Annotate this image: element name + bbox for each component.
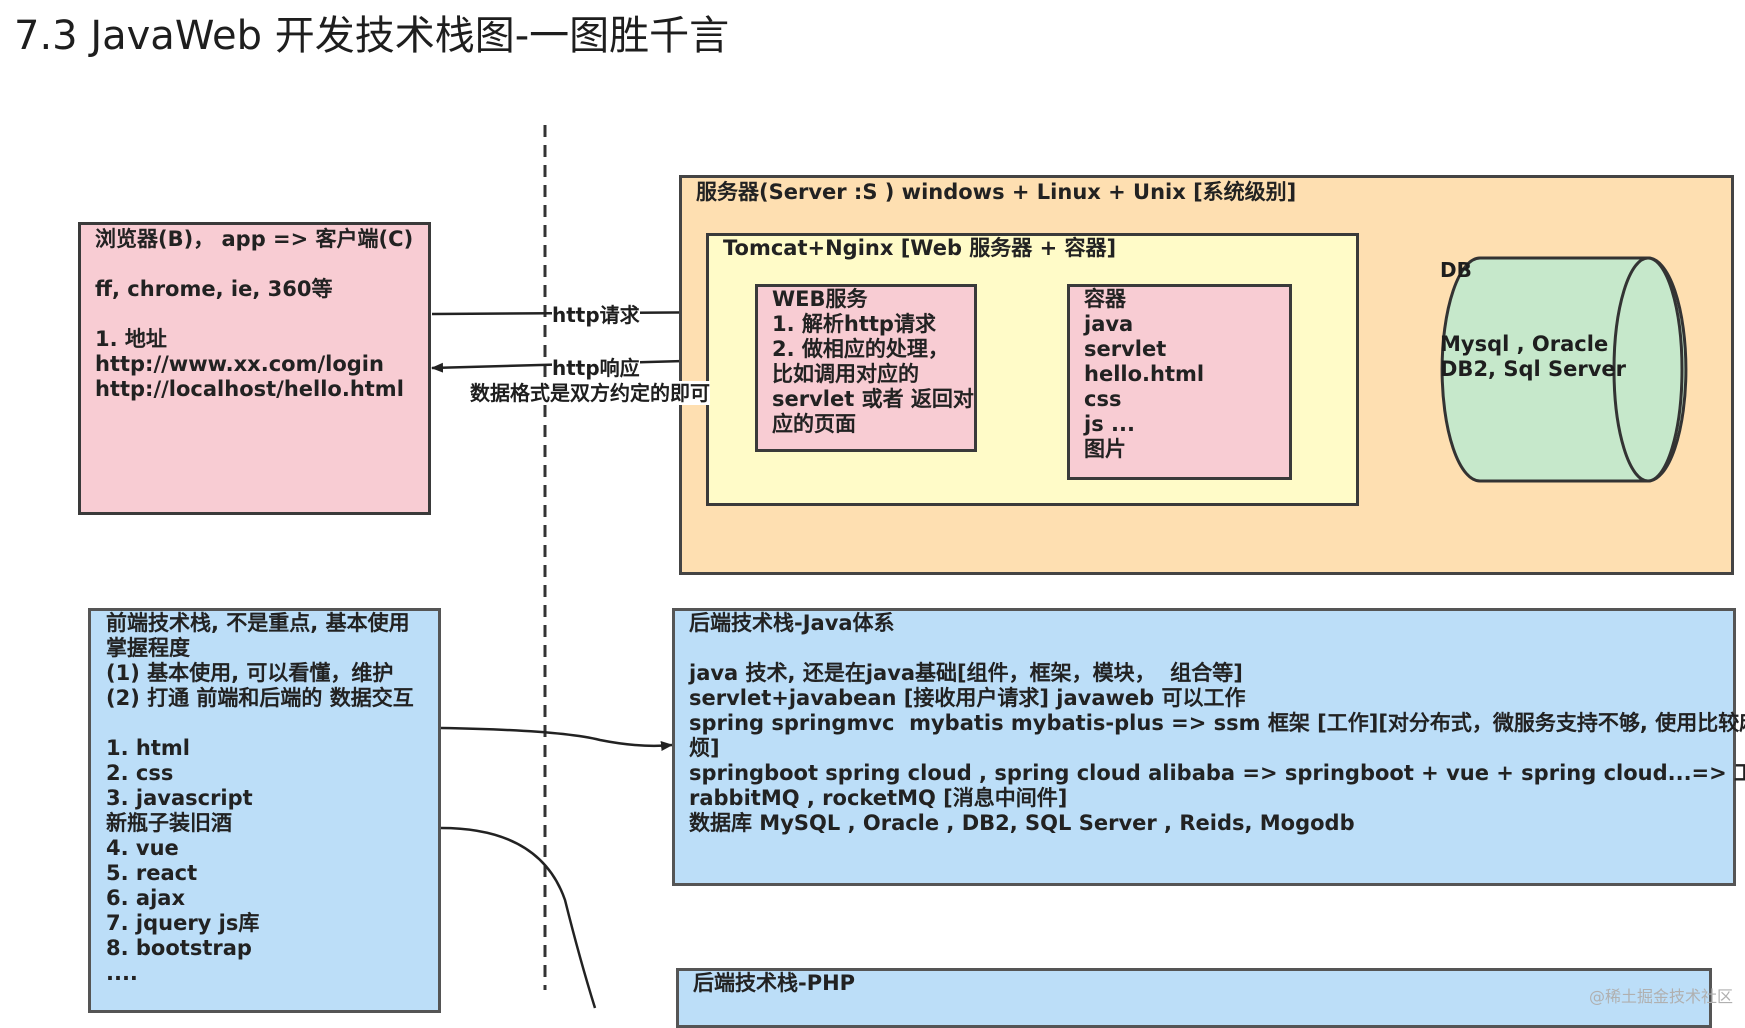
backend-java-title: 后端技术栈-Java体系 <box>689 611 895 635</box>
db-label: DB <box>1440 258 1472 282</box>
frontend-box-text: 前端技术栈, 不是重点, 基本使用 掌握程度 (1) 基本使用, 可以看懂，维护… <box>106 611 414 985</box>
tomcat-box-title: Tomcat+Nginx [Web 服务器 + 容器] <box>723 236 1117 260</box>
frontend-box: 前端技术栈, 不是重点, 基本使用 掌握程度 (1) 基本使用, 可以看懂，维护… <box>88 608 441 1013</box>
page-title: 7.3 JavaWeb 开发技术栈图-一图胜千言 <box>14 13 730 59</box>
frontend-to-php-curve <box>440 826 597 1009</box>
container-box-text: 容器 java servlet hello.html css js ... 图片 <box>1084 287 1205 461</box>
watermark: @稀土掘金技术社区 <box>1588 987 1733 1006</box>
web-service-box: WEB服务 1. 解析http请求 2. 做相应的处理， 比如调用对应的 ser… <box>755 284 977 452</box>
http-request-label: http请求 <box>552 303 640 327</box>
db-text: Mysql , Oracle DB2, Sql Server <box>1440 332 1627 381</box>
backend-java-box: 后端技术栈-Java体系 java 技术, 还是在java基础[组件，框架，模块… <box>672 608 1745 886</box>
client-box: 浏览器(B)， app => 客户端(C) ff, chrome, ie, 36… <box>78 222 431 515</box>
frontend-to-backend-arrow <box>440 726 673 752</box>
backend-php-title: 后端技术栈-PHP <box>693 971 856 995</box>
backend-php-box: 后端技术栈-PHP <box>676 968 1712 1028</box>
server-box-title: 服务器(Server :S ) windows + Linux + Unix [… <box>696 180 1297 204</box>
http-response-label: http响应 <box>552 356 640 380</box>
web-service-box-text: WEB服务 1. 解析http请求 2. 做相应的处理， 比如调用对应的 ser… <box>772 287 974 436</box>
backend-java-text: java 技术, 还是在java基础[组件，框架，模块， 组合等] servle… <box>689 661 1745 835</box>
client-box-text: 浏览器(B)， app => 客户端(C) ff, chrome, ie, 36… <box>95 227 414 401</box>
data-format-label: 数据格式是双方约定的即可 <box>470 381 710 405</box>
container-box: 容器 java servlet hello.html css js ... 图片 <box>1067 284 1292 480</box>
